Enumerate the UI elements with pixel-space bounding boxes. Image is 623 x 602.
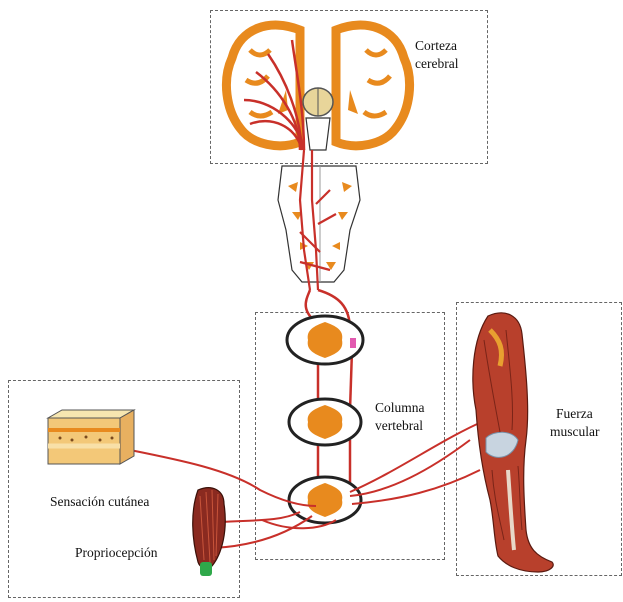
label-spinal-column-line1: Columna: [375, 400, 425, 416]
label-cerebral-cortex-line2: cerebral: [415, 56, 458, 72]
brain-illustration: [226, 25, 409, 150]
label-muscle-strength-line2: muscular: [550, 424, 600, 440]
label-spinal-column-line2: vertebral: [375, 418, 423, 434]
label-proprioception: Propriocepción: [75, 545, 157, 561]
label-skin-sensation: Sensación cutánea: [50, 494, 149, 510]
skin-section-illustration: [48, 410, 134, 464]
muscle-spindle-illustration: [193, 488, 226, 576]
brainstem-illustration: [278, 150, 360, 290]
label-cerebral-cortex-line1: Corteza: [415, 38, 457, 54]
leg-musculature-illustration: [473, 313, 553, 572]
spinal-segment-upper: [287, 316, 363, 364]
label-muscle-strength-line1: Fuerza: [556, 406, 593, 422]
spinal-segment-middle: [289, 399, 361, 445]
spinal-segment-lower: [289, 477, 361, 523]
right-hemisphere: [336, 25, 410, 146]
